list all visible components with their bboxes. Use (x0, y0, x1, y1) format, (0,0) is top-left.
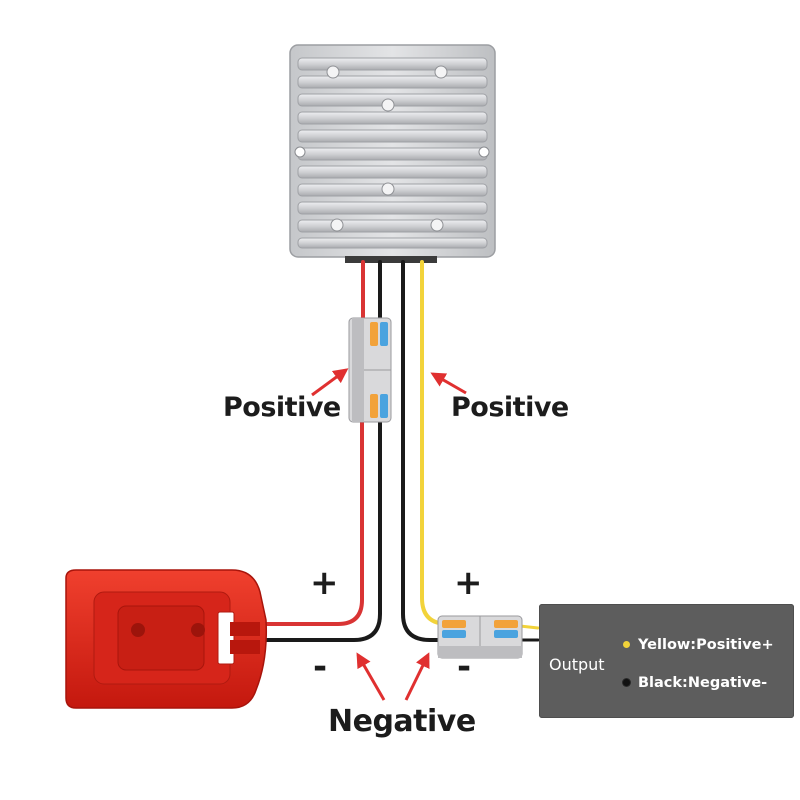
legend-text-black: Black:Negative- (638, 675, 768, 691)
black-dot-icon (623, 678, 630, 686)
legend-row-black: Black:Negative- (623, 675, 767, 691)
screw-2 (434, 65, 448, 79)
arrow-positive-left (311, 368, 349, 397)
mounting-hole-left (294, 146, 306, 158)
screw-4 (381, 182, 395, 196)
dc-converter (289, 44, 496, 263)
battery-adapter (65, 569, 268, 709)
screw-6 (430, 218, 444, 232)
label-positive-right: Positive (451, 392, 569, 423)
label-plus-right: + (454, 563, 483, 603)
arrow-positive-right (430, 372, 467, 395)
wires (260, 260, 540, 642)
wire-output-positive (420, 260, 454, 626)
wire-output-negative (401, 260, 447, 642)
arrow-negative-right (404, 652, 430, 701)
legend-row-yellow: Yellow:Positive+ (623, 637, 774, 653)
legend-text-yellow: Yellow:Positive+ (638, 637, 774, 653)
battery-slot-left (131, 623, 145, 637)
screw-5 (330, 218, 344, 232)
screw-3 (381, 98, 395, 112)
yellow-dot-icon (623, 640, 630, 648)
label-minus-right: - (457, 647, 472, 687)
output-title: Output (549, 655, 605, 674)
arrow-negative-left (356, 652, 386, 701)
arrows (311, 368, 467, 701)
label-positive-left: Positive (223, 392, 341, 423)
label-negative: Negative (328, 704, 476, 739)
wire-input-positive (260, 260, 365, 626)
screw-1 (326, 65, 340, 79)
label-plus-left: + (310, 563, 339, 603)
battery-slot-right (191, 623, 205, 637)
wire-output-lead-yellow (518, 624, 540, 630)
connector-horizontal (437, 615, 523, 659)
output-legend-box: Output Yellow:Positive+ Black:Negative- (539, 604, 794, 718)
wire-input-negative (260, 260, 382, 642)
mounting-hole-right (478, 146, 490, 158)
cable-gland (345, 256, 437, 263)
label-minus-left: - (313, 647, 328, 687)
connector-vertical (348, 317, 392, 423)
